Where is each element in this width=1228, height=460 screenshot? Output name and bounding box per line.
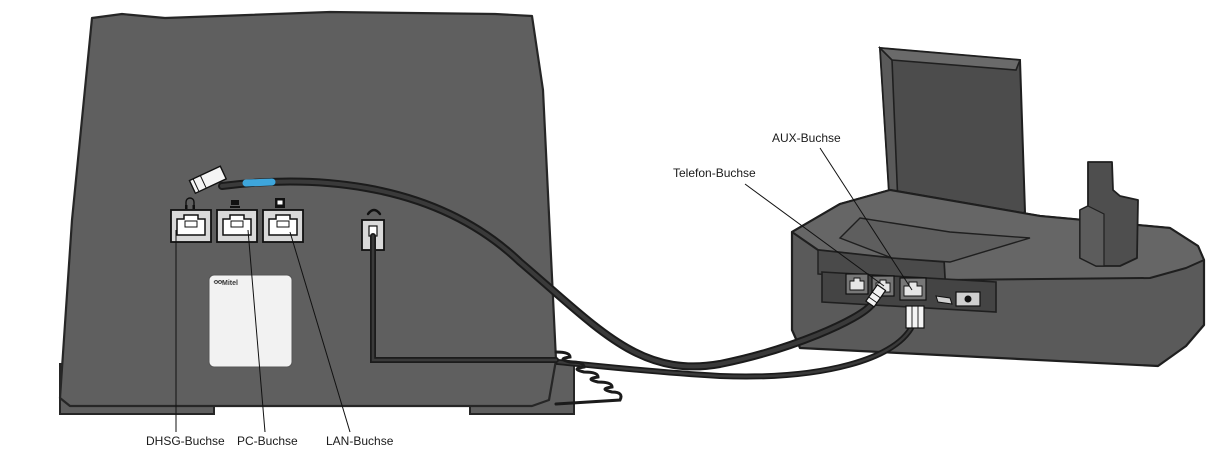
base-inner-step: [838, 217, 1031, 263]
label-pc-buchse: PC-Buchse: [237, 434, 298, 448]
coiled-cord: [554, 350, 623, 406]
dhsg-jack: [170, 209, 212, 243]
leader-lines: [175, 147, 913, 433]
product-label-sticker: [208, 274, 293, 368]
lan-icon: [275, 198, 285, 208]
headset-icon: [185, 197, 195, 209]
label-lan-buchse: LAN-Buchse: [326, 434, 394, 448]
aux-jack: [899, 277, 927, 301]
dhsg-plug: [188, 165, 228, 195]
telefon-plug: [865, 283, 887, 308]
power-jack: [955, 291, 981, 307]
label-aux-buchse: AUX-Buchse: [772, 131, 841, 145]
handset-icon: [366, 208, 382, 216]
lan-jack: [262, 209, 304, 243]
leader-telefon: [744, 183, 885, 287]
phone-body: [58, 10, 558, 408]
base-jack-1: [845, 273, 869, 295]
desk-phone: Mitel: [58, 10, 575, 415]
leader-pc: [247, 229, 266, 433]
aux-plug: [905, 305, 925, 329]
label-dhsg-buchse: DHSG-Buchse: [146, 434, 225, 448]
leader-aux: [819, 147, 913, 291]
pc-icon: [230, 200, 240, 208]
cable-marker: [242, 178, 276, 187]
brand-logo-icon: [213, 280, 223, 284]
usb-port: [935, 295, 953, 305]
headset-cradle-face: [1079, 205, 1105, 267]
brand-logo-text: Mitel: [222, 280, 238, 287]
pc-jack: [216, 209, 258, 243]
leader-lan: [289, 231, 351, 433]
label-telefon-buchse: Telefon-Buchse: [673, 166, 756, 180]
base-upright-top: [877, 47, 1022, 71]
headset-base-station: [790, 45, 1206, 368]
cables: [218, 177, 917, 406]
